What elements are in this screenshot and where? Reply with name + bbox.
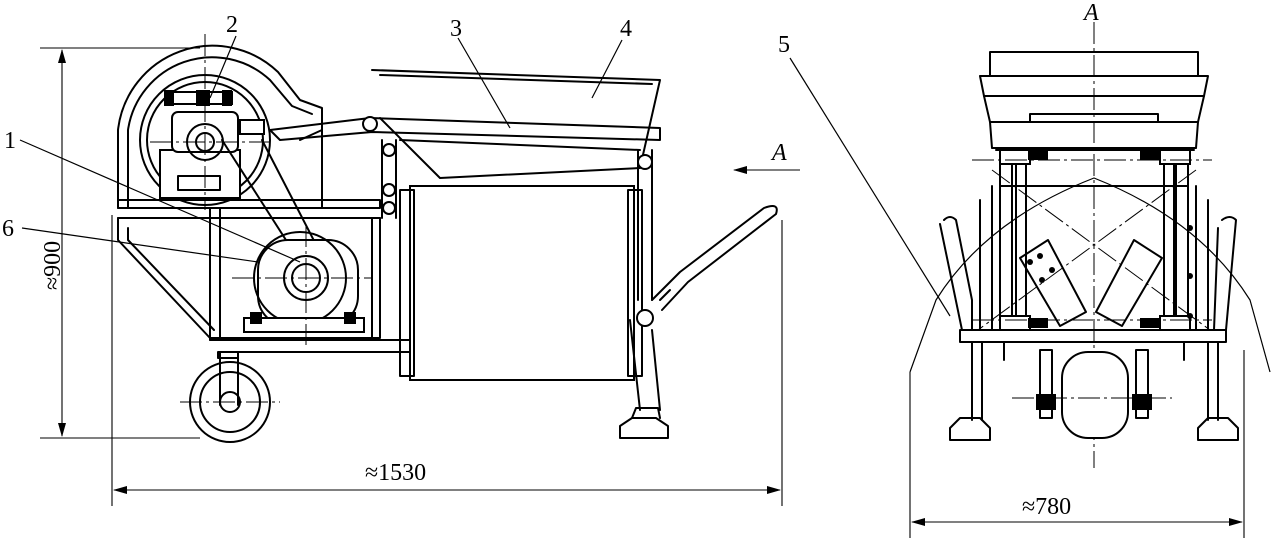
width-dimension-label: ≈780 bbox=[1022, 494, 1071, 520]
turning-envelope bbox=[909, 177, 1271, 373]
side-view: A 1 2 3 4 6 ≈900 ≈1530 bbox=[2, 12, 800, 506]
upper-frame-bar bbox=[117, 199, 381, 209]
front-hopper bbox=[979, 51, 1209, 149]
front-view: A bbox=[778, 0, 1271, 538]
length-dimension-label: ≈1530 bbox=[365, 460, 426, 486]
front-frame bbox=[995, 149, 1195, 331]
rear-leg bbox=[619, 309, 669, 439]
callout-2: 2 bbox=[226, 12, 238, 38]
bottom-frame bbox=[209, 339, 411, 359]
view-arrow-label: A bbox=[770, 140, 787, 166]
callout-5: 5 bbox=[778, 32, 790, 58]
upper-motor bbox=[139, 34, 271, 210]
callout-4: 4 bbox=[620, 16, 632, 42]
drum bbox=[399, 185, 643, 381]
section-label: A bbox=[1082, 0, 1099, 26]
callout-6: 6 bbox=[2, 216, 14, 242]
lower-motor bbox=[232, 225, 372, 345]
length-dimension bbox=[111, 215, 783, 506]
front-wheel bbox=[180, 361, 280, 443]
linkage-arm bbox=[269, 117, 661, 141]
callout-1: 1 bbox=[4, 128, 16, 154]
front-view-wheel bbox=[1012, 349, 1172, 439]
crushing-plates bbox=[1019, 239, 1163, 327]
rear-links bbox=[381, 139, 653, 301]
height-dimension bbox=[40, 47, 200, 439]
width-dimension bbox=[909, 350, 1245, 538]
handle bbox=[651, 205, 778, 311]
height-dimension-label: ≈900 bbox=[40, 241, 66, 290]
front-base bbox=[959, 329, 1227, 343]
callout-3: 3 bbox=[450, 16, 462, 42]
